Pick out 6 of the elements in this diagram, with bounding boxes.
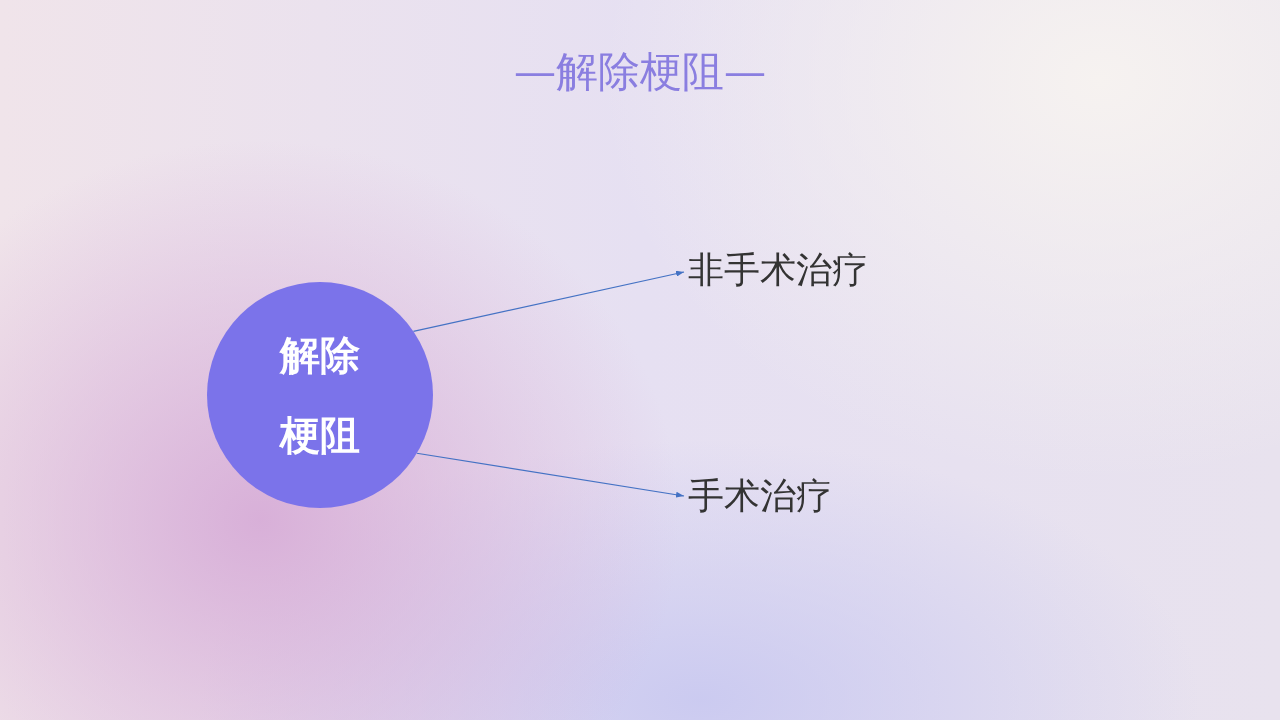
circle-node: 解除梗阻 [207,282,433,508]
title: —解除梗阻— [513,46,767,98]
branch-label: 非手术治疗 [688,246,868,295]
arrow [416,452,685,498]
branch-label: 手术治疗 [688,472,832,521]
arrow [412,270,685,332]
